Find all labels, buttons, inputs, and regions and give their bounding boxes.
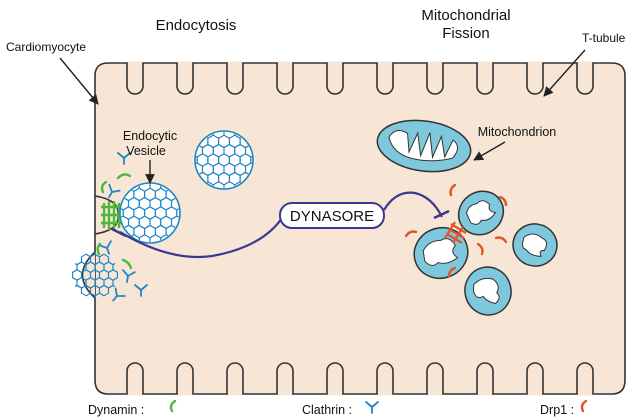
drp1-ring xyxy=(444,221,467,244)
t-tubule-bottom xyxy=(576,362,594,394)
clathrin-triskelion xyxy=(122,269,136,283)
mitochondrion-top xyxy=(376,119,472,173)
clathrin-legend-icon xyxy=(365,401,379,414)
mitochondrion-bottom xyxy=(464,266,512,316)
free-drp1 xyxy=(404,183,508,278)
legend: Dynamin : Clathrin : Drp1 : xyxy=(88,399,588,417)
label-mitochondrion: Mitochondrion xyxy=(478,125,557,139)
free-clathrin xyxy=(98,152,148,302)
arrow-cardiomyocyte xyxy=(59,57,99,105)
t-tubule-bottom xyxy=(476,362,494,394)
clathrin-triskelion xyxy=(98,240,112,255)
coated-pit xyxy=(81,251,96,299)
title-fission-line1: Mitochondrial xyxy=(421,7,510,24)
clathrin-triskelion xyxy=(134,284,148,297)
label-ttubule: T-tubule xyxy=(582,31,626,45)
dynasore-inhibition-line-right xyxy=(383,191,443,218)
label-vesicle-line1: Endocytic xyxy=(123,129,177,143)
label-vesicle-line2: Vesicle xyxy=(126,144,166,158)
drp1-legend-icon xyxy=(580,399,588,413)
inhibition-bar-drp1 xyxy=(433,209,450,220)
clathrin-triskelion xyxy=(108,183,121,199)
legend-drp1-label: Drp1 : xyxy=(540,403,574,417)
t-tubule-top xyxy=(376,63,394,95)
t-tubule-top xyxy=(326,63,344,95)
t-tubule-bottom xyxy=(126,362,144,394)
t-tubule-top xyxy=(426,63,444,95)
t-tubule-top xyxy=(176,63,194,95)
t-tubule-top xyxy=(526,63,544,95)
dynamin-legend-icon xyxy=(169,399,177,413)
endocytic-vesicle xyxy=(119,182,181,244)
t-tubule-bottom xyxy=(276,362,294,394)
mitochondrion-dividing-a xyxy=(457,190,505,236)
t-tubule-top xyxy=(226,63,244,95)
t-tubule-bottom xyxy=(226,362,244,394)
arrow-ttubule xyxy=(543,49,586,97)
legend-clathrin-label: Clathrin : xyxy=(302,403,352,417)
t-tubule-bottom xyxy=(526,362,544,394)
t-tubule-top xyxy=(576,63,594,95)
dynamin-rings xyxy=(101,201,122,230)
mitochondrion-right xyxy=(512,223,558,267)
free-dynamin xyxy=(96,173,133,270)
t-tubule-bottom xyxy=(426,362,444,394)
t-tubule-bottom xyxy=(376,362,394,394)
legend-dynamin-label: Dynamin : xyxy=(88,403,144,417)
dynasore-box xyxy=(279,202,385,229)
title-endocytosis: Endocytosis xyxy=(156,17,237,34)
t-tubules xyxy=(126,61,594,396)
clathrin-triskelion xyxy=(117,152,131,165)
free-vesicle xyxy=(194,130,254,190)
t-tubule-top xyxy=(126,63,144,95)
t-tubule-bottom xyxy=(326,362,344,394)
arrow-mitochondrion xyxy=(473,141,506,161)
title-fission-line2: Fission xyxy=(442,25,490,42)
clathrin-triskelion xyxy=(112,287,126,302)
inhibition-bar-dynamin xyxy=(111,227,127,238)
t-tubule-top xyxy=(276,63,294,95)
dynasore-label: DYNASORE xyxy=(290,208,374,225)
dynasore-inhibition-line-left xyxy=(119,217,283,259)
label-cardiomyocyte: Cardiomyocyte xyxy=(6,40,86,54)
t-tubule-top xyxy=(476,63,494,95)
t-tubule-bottom xyxy=(176,362,194,394)
